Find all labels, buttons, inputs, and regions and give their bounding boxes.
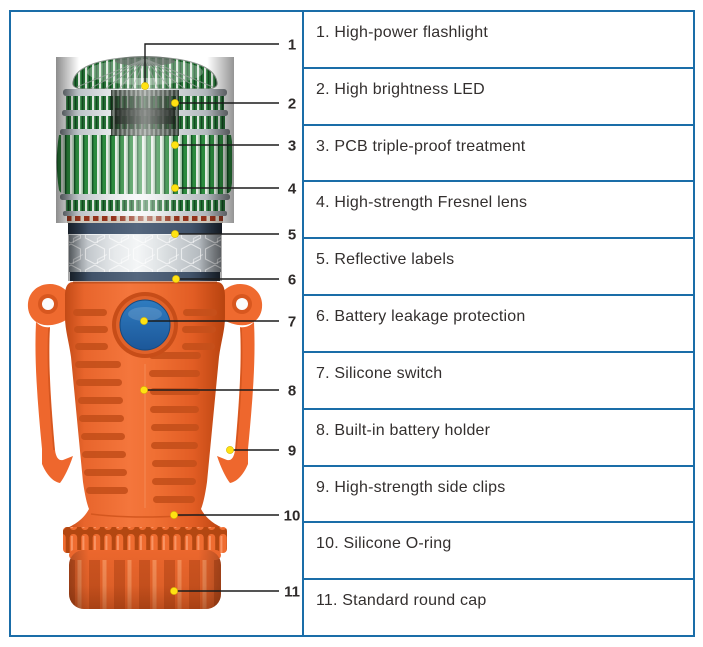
feature-row-7: 7. Silicone switch — [304, 353, 693, 410]
callout-number-1: 1 — [288, 37, 296, 54]
feature-row-4: 4. High-strength Fresnel lens — [304, 182, 693, 240]
hanging-hole — [42, 298, 54, 310]
callout-number-10: 10 — [284, 508, 301, 525]
callout-dots — [140, 82, 234, 595]
callout-number-labels: 1 2 3 4 5 6 7 8 9 10 11 — [284, 37, 301, 601]
callout-number-4: 4 — [288, 181, 297, 198]
feature-row-5: 5. Reflective labels — [304, 239, 693, 297]
oring-neck — [65, 509, 225, 529]
callout-lines — [144, 43, 279, 592]
callout-number-11: 11 — [284, 584, 300, 601]
callout-number-8: 8 — [288, 383, 296, 400]
knurled-ring — [63, 527, 227, 553]
side-clip-left — [27, 284, 73, 483]
feature-row-10: 10. Silicone O-ring — [304, 523, 693, 581]
feature-row-1: 1. High-power flashlight — [304, 12, 693, 69]
feature-row-2: 2. High brightness LED — [304, 69, 693, 126]
callout-number-5: 5 — [288, 227, 296, 244]
outer-frame: 1 2 3 4 5 6 7 8 9 10 11 1. High-power fl… — [9, 10, 695, 637]
flashlight-illustration: 1 2 3 4 5 6 7 8 9 10 11 — [27, 37, 301, 609]
callout-number-2: 2 — [288, 96, 296, 113]
callout-number-9: 9 — [288, 443, 296, 460]
feature-row-6: 6. Battery leakage protection — [304, 296, 693, 353]
callout-number-6: 6 — [288, 272, 296, 289]
callout-number-7: 7 — [288, 314, 296, 331]
feature-table: 1. High-power flashlight 2. High brightn… — [302, 12, 693, 635]
feature-row-11: 11. Standard round cap — [316, 592, 487, 610]
product-illustration-panel: 1 2 3 4 5 6 7 8 9 10 11 — [11, 12, 302, 635]
grip-ribs — [73, 309, 217, 503]
round-cap — [69, 550, 221, 609]
feature-row-8: 8. Built-in battery holder — [304, 410, 693, 467]
feature-row-3: 3. PCB triple-proof treatment — [304, 126, 693, 183]
feature-row-9: 9. High-strength side clips — [304, 467, 693, 524]
reflective-band — [68, 223, 222, 281]
callout-number-3: 3 — [288, 138, 296, 155]
silicone-switch-button — [112, 292, 178, 358]
